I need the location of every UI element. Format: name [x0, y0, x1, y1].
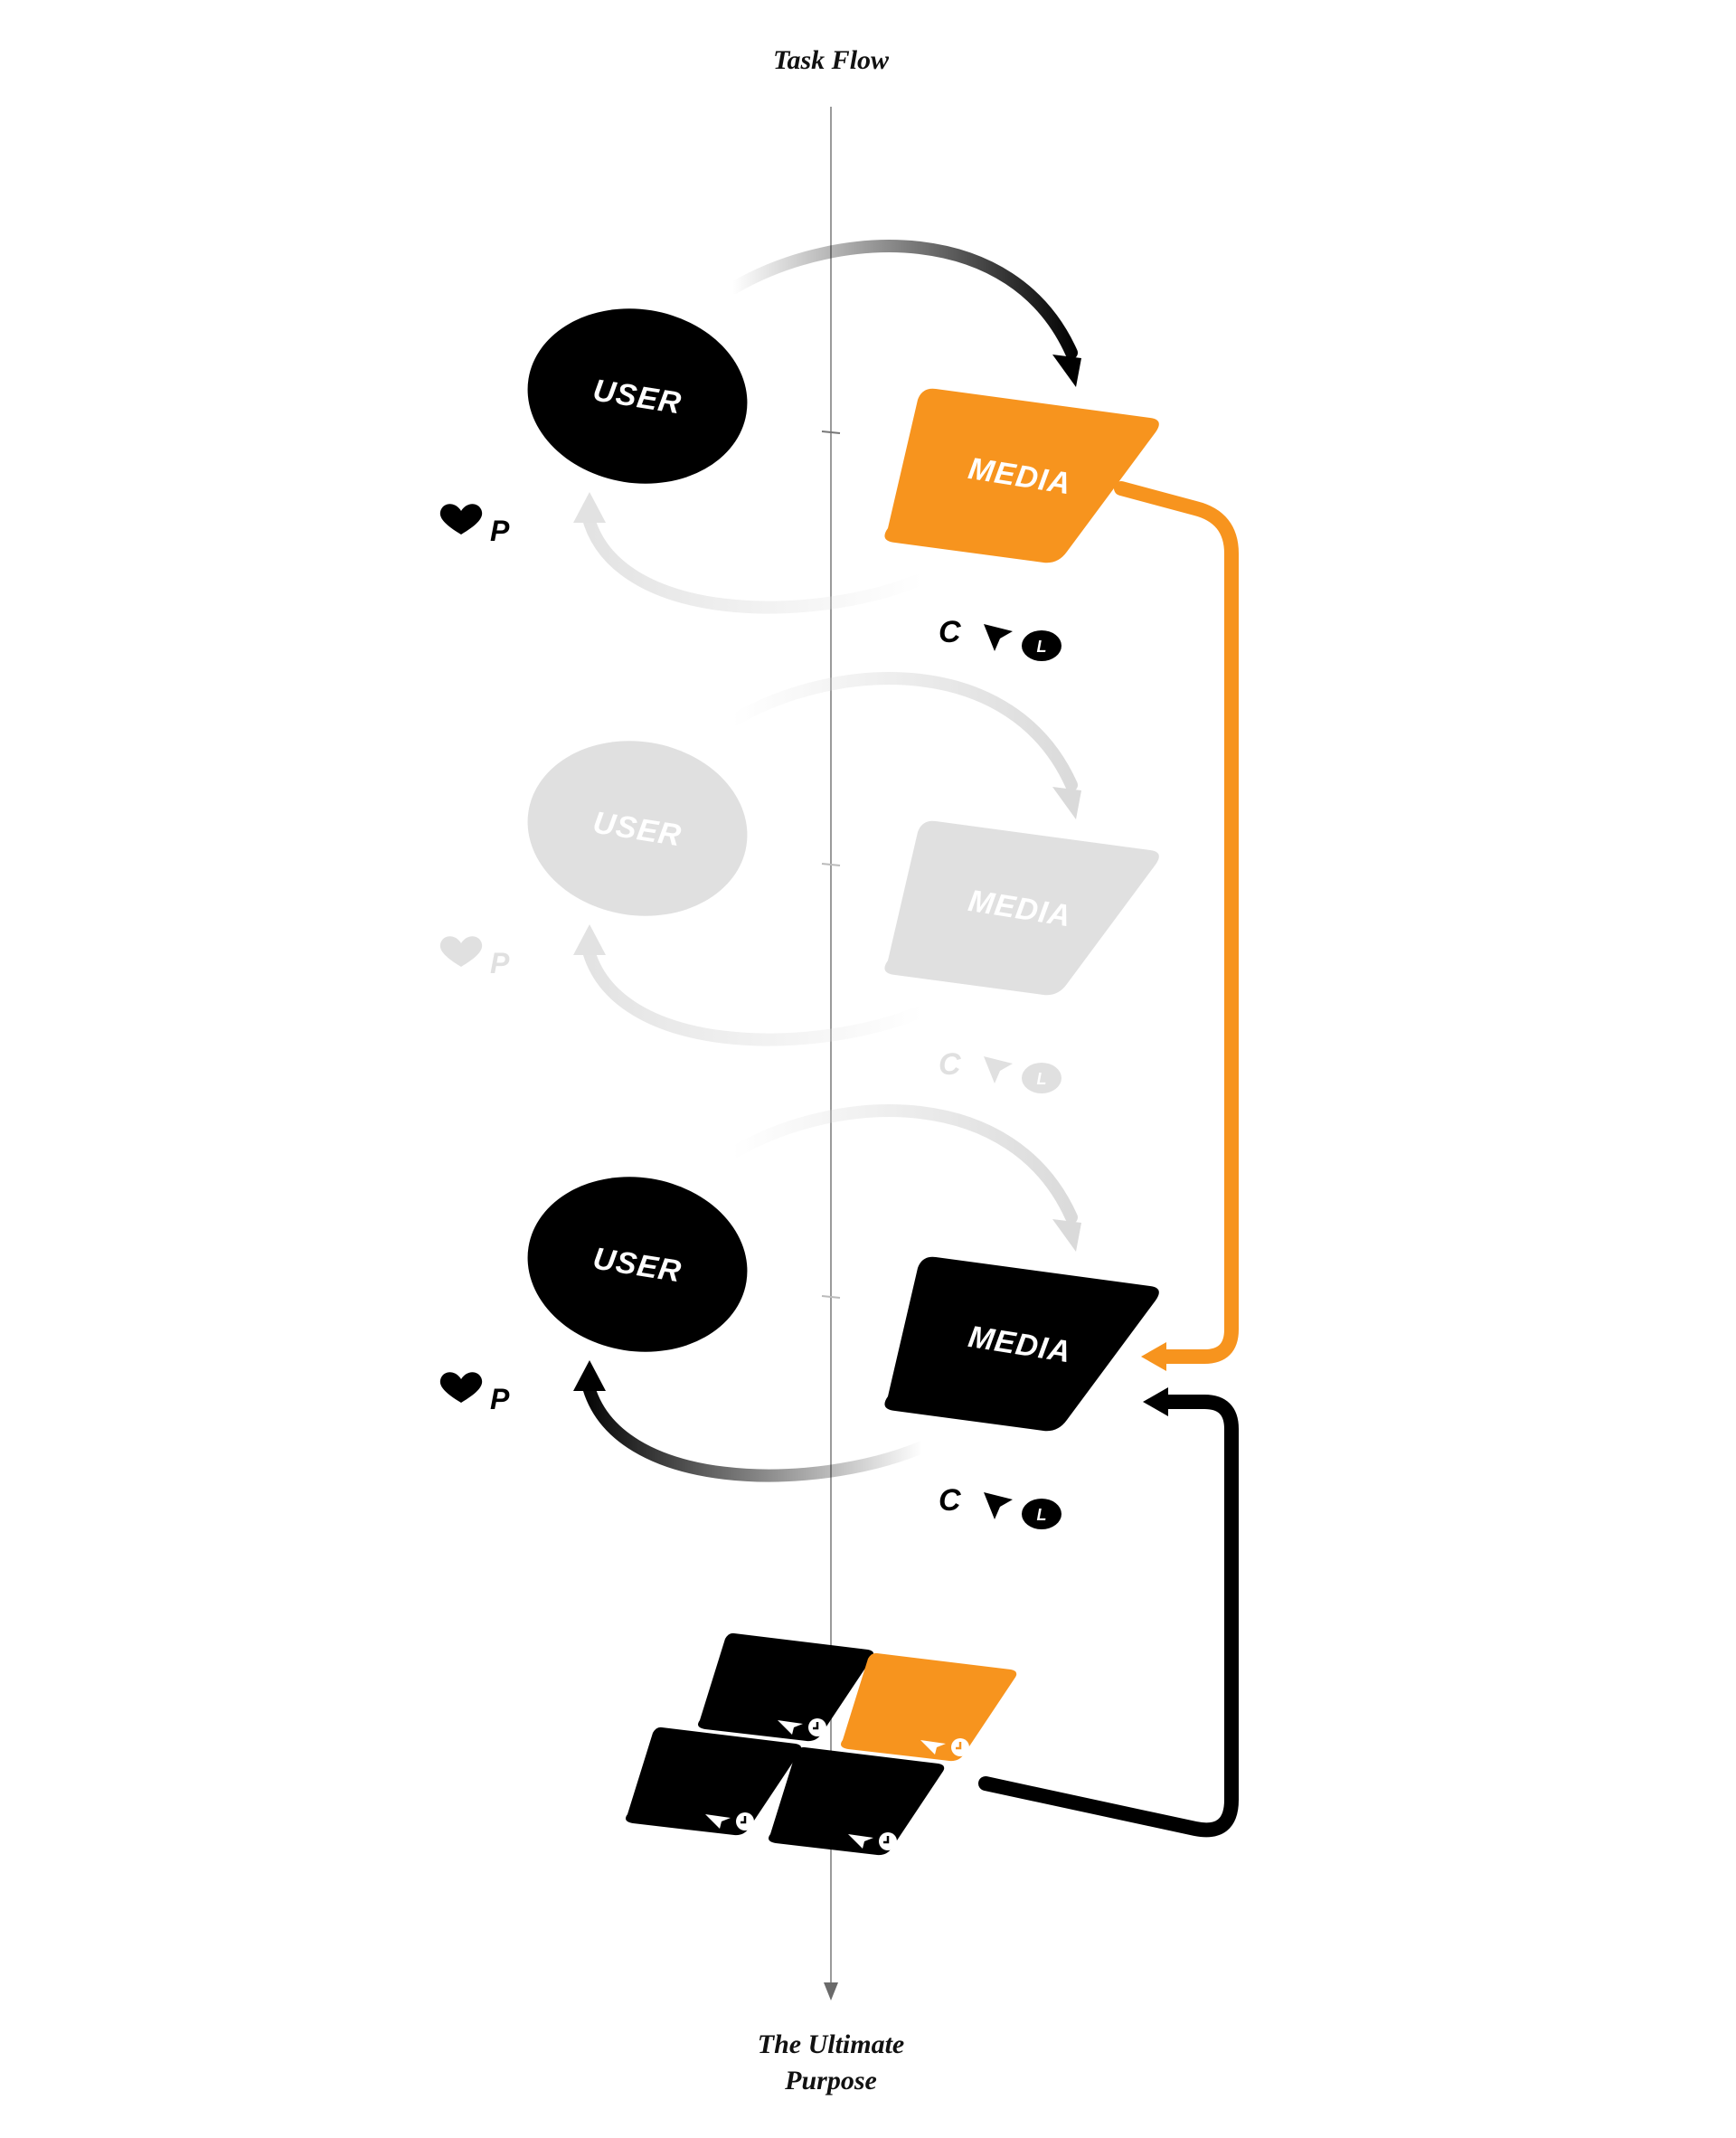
timeline-tick	[821, 430, 841, 434]
arc-arrowhead	[1052, 355, 1081, 387]
arc-arrowhead	[1052, 787, 1081, 819]
p-letter-icon: P	[490, 515, 510, 547]
arc-arrowhead	[573, 492, 606, 523]
cursor-icon	[984, 1056, 1013, 1083]
p-letter-icon: P	[490, 947, 510, 979]
connector-orange-arrowhead	[1141, 1342, 1166, 1371]
timeline-arrowhead	[824, 1982, 838, 2001]
connector-orange	[1114, 481, 1239, 1364]
footer-line-1: The Ultimate	[758, 2029, 904, 2059]
svg-text:L: L	[1037, 638, 1047, 656]
connector-dark-arrowhead	[1143, 1387, 1168, 1416]
heart-icon	[439, 504, 483, 534]
heart-icon	[439, 936, 483, 967]
cursor-icon	[984, 1492, 1013, 1519]
result-cell	[769, 1746, 945, 1856]
media-node-orange: MEDIA	[884, 388, 1159, 563]
p-letter-icon: P	[490, 1383, 510, 1415]
user-node-faded: USER	[527, 741, 748, 916]
media-node-dark: MEDIA	[884, 1256, 1159, 1432]
arc-arrowhead	[573, 924, 606, 955]
arc-arrowhead	[1052, 1219, 1081, 1252]
cursor-icon	[848, 1834, 873, 1849]
arc-user-to-media	[728, 672, 1078, 791]
results-grid	[626, 1632, 1017, 1856]
c-letter-icon: C	[939, 615, 961, 649]
clock-icon: L	[1022, 630, 1061, 661]
arc-user-to-media	[728, 1104, 1078, 1224]
media-node-faded: MEDIA	[884, 820, 1159, 996]
clock-icon: L	[1022, 1499, 1061, 1529]
cursor-icon	[778, 1720, 803, 1735]
cursor-icon	[984, 624, 1013, 651]
footer-line-2: Purpose	[784, 2066, 877, 2095]
user-node: USER	[527, 308, 748, 484]
stage-3: USER MEDIA P C L	[439, 1104, 1159, 1529]
arc-user-to-media	[728, 240, 1078, 359]
arc-media-to-user	[581, 941, 929, 1046]
stage-2: USER MEDIA P C L	[439, 672, 1159, 1093]
c-letter-icon: C	[939, 1047, 961, 1082]
user-node: USER	[527, 1177, 748, 1352]
c-letter-icon: C	[939, 1483, 961, 1518]
timeline-tick	[821, 863, 841, 866]
connector-dark	[978, 1395, 1239, 1838]
svg-text:L: L	[1037, 1070, 1047, 1088]
svg-text:L: L	[1037, 1506, 1047, 1524]
stage-1: USER MEDIA P C L	[439, 240, 1159, 661]
arc-arrowhead	[573, 1360, 606, 1391]
clock-icon: L	[1022, 1063, 1061, 1093]
arc-media-to-user	[581, 1377, 929, 1482]
result-cell	[698, 1632, 874, 1742]
diagram-title: Task Flow	[773, 45, 890, 75]
result-cell-highlighted	[841, 1652, 1017, 1762]
arc-media-to-user	[581, 509, 929, 614]
timeline-tick	[821, 1295, 841, 1299]
result-cell	[626, 1726, 802, 1836]
cursor-icon	[920, 1740, 946, 1755]
cursor-icon	[705, 1814, 731, 1829]
heart-icon	[439, 1372, 483, 1403]
